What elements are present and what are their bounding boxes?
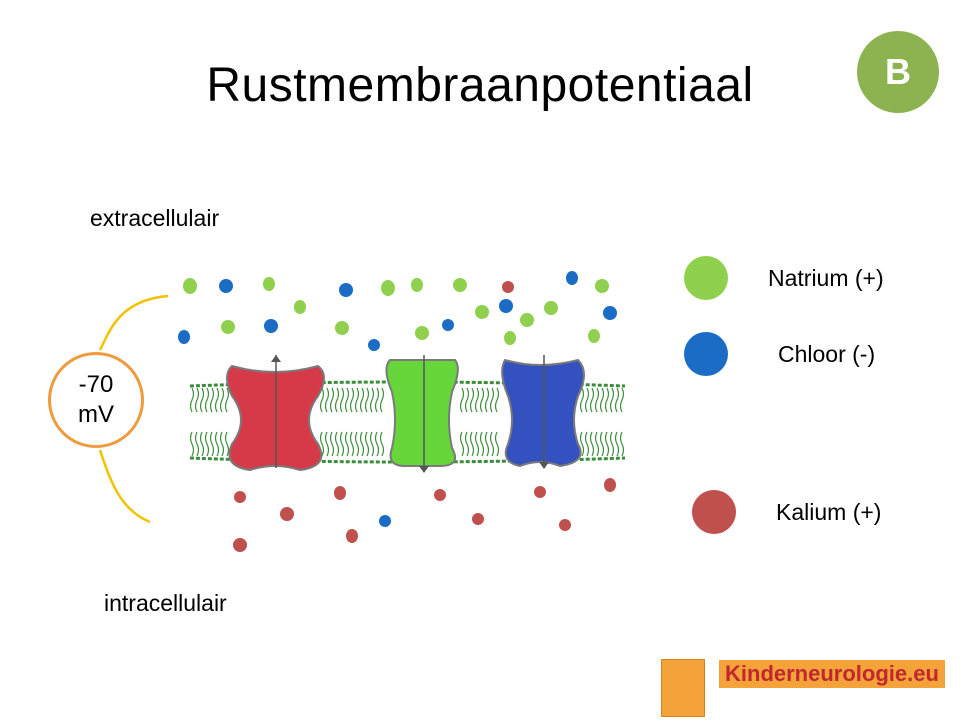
chloor-channel [501,355,585,469]
intracellular-ions [233,478,616,552]
site-link[interactable]: Kinderneurologie.eu [719,660,945,688]
intracellular-label: intracellulair [104,590,227,616]
voltage-unit: mV [78,401,114,428]
extracellular-ions [178,271,617,351]
voltage-value: -70 [78,371,114,398]
section-badge: B [857,31,939,113]
legend-chloor: Chloor (-) [684,332,875,376]
legend-label: Kalium (+) [776,498,882,525]
legend-label: Chloor (-) [778,340,876,367]
legend-natrium: Natrium (+) [684,256,884,300]
legend-label: Natrium (+) [768,264,884,291]
legend-kalium: Kalium (+) [692,490,881,534]
page-title: Rustmembraanpotentiaal [206,59,754,112]
kalium-channel [226,355,325,472]
site-logo-icon [661,659,705,717]
membrane-potential-circle: -70 mV [48,352,144,448]
extracellular-label: extracellulair [90,205,220,231]
kalium-swatch [692,490,736,534]
voltage-arc [98,294,169,524]
chloor-swatch [684,332,728,376]
natrium-swatch [684,256,728,300]
natrium-channel [385,355,459,473]
